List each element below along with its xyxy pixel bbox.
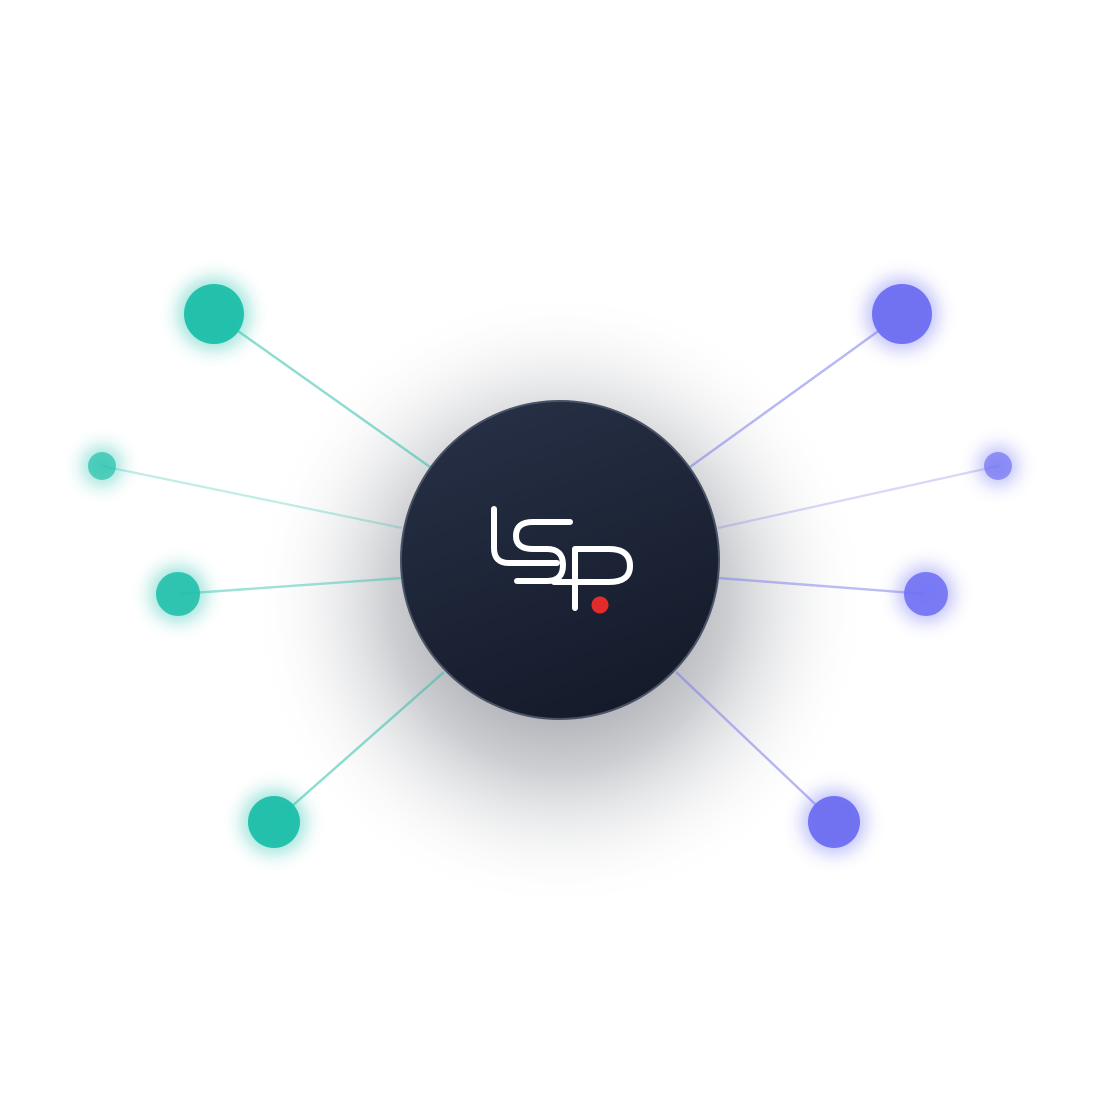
connection-line-right-top bbox=[689, 313, 903, 468]
connection-line-left-top bbox=[213, 313, 431, 468]
node-left-lower-mid bbox=[156, 572, 200, 616]
node-right-lower-mid bbox=[904, 572, 948, 616]
node-right-bottom bbox=[808, 796, 860, 848]
connection-lines bbox=[101, 313, 999, 823]
connection-line-right-upper-mid bbox=[717, 464, 999, 530]
connection-line-left-bottom bbox=[273, 671, 445, 823]
lsp-logo bbox=[491, 506, 633, 611]
hub-node bbox=[400, 400, 720, 720]
connection-line-right-bottom bbox=[675, 671, 835, 823]
connection-line-left-upper-mid bbox=[101, 464, 403, 530]
node-right-upper-mid bbox=[984, 452, 1012, 480]
node-left-upper-mid bbox=[88, 452, 116, 480]
connection-line-left-lower-mid bbox=[177, 576, 403, 596]
node-right-top bbox=[872, 284, 932, 344]
logo-accent-dot bbox=[591, 596, 609, 614]
diagram-nodes bbox=[82, 278, 1018, 854]
node-left-top bbox=[184, 284, 244, 344]
connection-line-right-lower-mid bbox=[717, 576, 927, 596]
node-left-bottom bbox=[248, 796, 300, 848]
